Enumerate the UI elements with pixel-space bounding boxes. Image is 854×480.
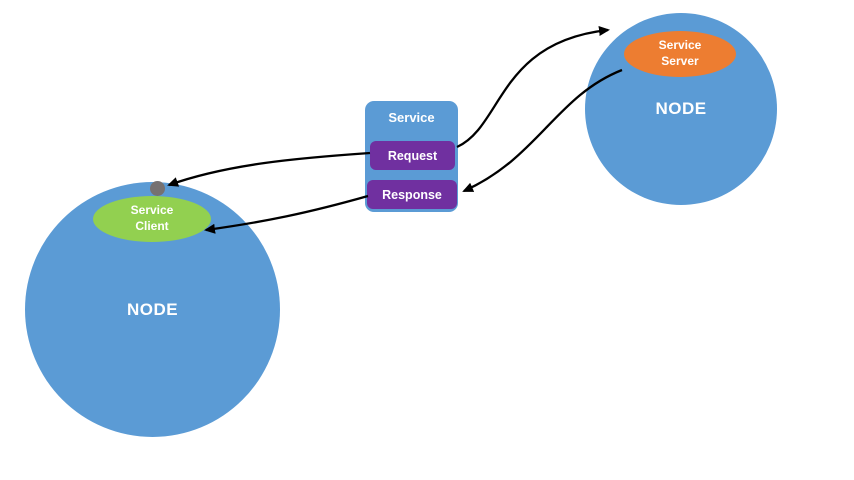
service-server-ellipse: Service Server [624, 31, 736, 77]
left-node-label: NODE [126, 299, 179, 319]
request-to-client-dot-arrow [167, 151, 371, 187]
response-box: Response [367, 180, 457, 209]
service-client-ellipse: Service Client [93, 196, 211, 242]
connection-dot [150, 181, 165, 196]
service-box: Service Request Response [365, 101, 458, 212]
request-box: Request [370, 141, 455, 170]
right-node-label: NODE [655, 99, 707, 118]
service-box-title: Service [388, 110, 435, 125]
request-to-server-arrow [456, 26, 610, 149]
